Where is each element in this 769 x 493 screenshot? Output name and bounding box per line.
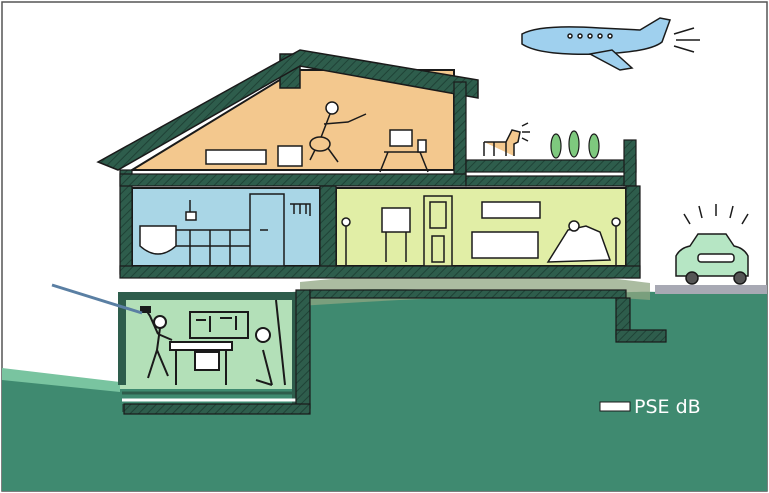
attic-room xyxy=(128,69,455,173)
legend-swatch xyxy=(599,401,631,412)
tv-icon xyxy=(381,207,411,233)
road xyxy=(655,285,767,294)
house-walls xyxy=(96,49,667,415)
bathroom xyxy=(131,187,321,267)
airplane-icon xyxy=(521,17,700,71)
legend-label: PSE dB xyxy=(634,396,701,418)
living-room xyxy=(335,187,627,267)
car-icon xyxy=(675,204,749,285)
legend: PSE dB xyxy=(599,396,701,418)
hammering-worker-icon xyxy=(140,306,173,379)
barking-dog-icon xyxy=(483,122,530,156)
pointer-line xyxy=(51,283,143,315)
terrace-plants xyxy=(550,130,600,159)
workbench-icon xyxy=(169,299,286,386)
guitarist-icon xyxy=(309,101,367,163)
